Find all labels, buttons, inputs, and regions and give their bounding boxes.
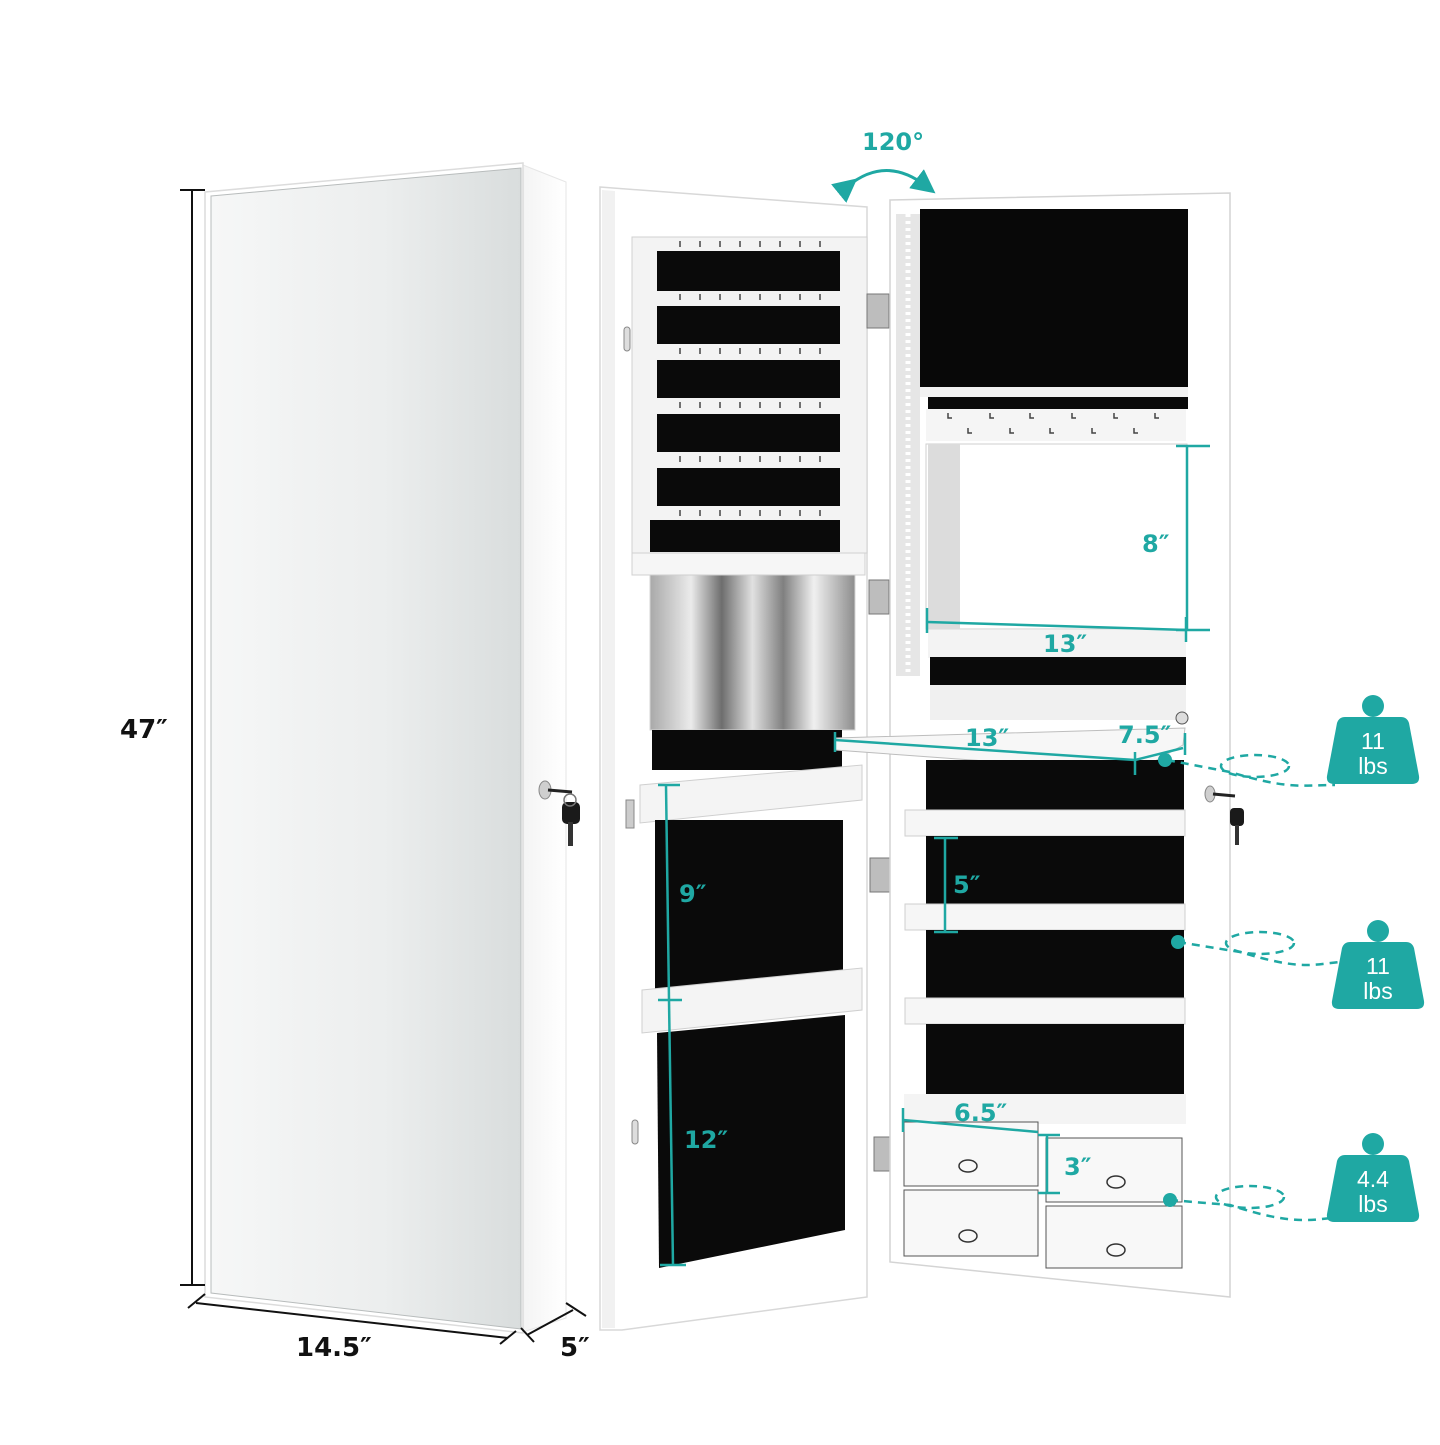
weight-icon bbox=[1367, 920, 1389, 942]
shelf-spacing-label: 5″ bbox=[953, 871, 981, 899]
shelf bbox=[904, 997, 1186, 1025]
weight-badge-pull-out-shelf: 11 lbs bbox=[1326, 695, 1420, 784]
open-door-panel bbox=[599, 186, 897, 1331]
drawer-width-label: 6.5″ bbox=[954, 1099, 1008, 1127]
drawer bbox=[903, 1121, 1039, 1187]
teal-dimension-lines bbox=[658, 444, 1210, 1267]
shelf-depth-label: 7.5″ bbox=[1118, 721, 1172, 749]
svg-text:11: 11 bbox=[1366, 953, 1390, 979]
shelf bbox=[904, 809, 1186, 837]
door-angle-label: 120° bbox=[862, 128, 924, 156]
drawers bbox=[903, 1121, 1183, 1269]
weight-badge-drawer: 4.4 lbs bbox=[1326, 1133, 1420, 1222]
door-swing-arrow bbox=[831, 169, 936, 203]
weight-icon bbox=[1362, 1133, 1384, 1155]
drawer bbox=[1045, 1205, 1183, 1269]
drawer-pull-icon bbox=[958, 1159, 978, 1173]
cabinet-body bbox=[834, 192, 1244, 1298]
depth-label: 5″ bbox=[560, 1333, 590, 1363]
width-label: 14.5″ bbox=[296, 1333, 372, 1363]
lock-key-icon bbox=[1204, 785, 1244, 845]
height-dimension bbox=[180, 189, 205, 1286]
closed-armoire bbox=[204, 162, 580, 1334]
mirror-width-label: 13″ bbox=[1043, 630, 1087, 658]
drawer-pull-icon bbox=[1106, 1175, 1126, 1189]
hinge-icon bbox=[868, 579, 890, 615]
height-label: 47″ bbox=[120, 715, 168, 745]
inner-mirror bbox=[925, 443, 1188, 630]
drawer bbox=[1045, 1137, 1183, 1203]
door-upper-section-label: 9″ bbox=[679, 880, 707, 908]
svg-text:lbs: lbs bbox=[1358, 753, 1387, 779]
drawer bbox=[903, 1189, 1039, 1257]
drawer-pull-icon bbox=[958, 1229, 978, 1243]
depth-dimension bbox=[520, 1302, 587, 1343]
drawer-height-label: 3″ bbox=[1064, 1153, 1092, 1181]
svg-text:lbs: lbs bbox=[1358, 1191, 1387, 1217]
weight-icon bbox=[1362, 695, 1384, 717]
weight-callout-leaders bbox=[1166, 753, 1341, 1222]
full-length-mirror bbox=[210, 167, 522, 1330]
necklace-hook-bar-lower bbox=[641, 967, 863, 1034]
shelf-width-label: 13″ bbox=[965, 724, 1009, 752]
svg-text:4.4: 4.4 bbox=[1357, 1166, 1389, 1192]
svg-text:lbs: lbs bbox=[1363, 978, 1392, 1004]
weight-badge-shelf: 11 lbs bbox=[1331, 920, 1425, 1009]
lock-key-icon bbox=[538, 780, 580, 846]
door-lower-section-label: 12″ bbox=[684, 1126, 728, 1154]
clear-storage-pocket bbox=[649, 574, 856, 731]
hinge-icon bbox=[869, 857, 891, 893]
ring-storage-board bbox=[920, 209, 1188, 387]
earring-rack bbox=[631, 236, 868, 576]
mirror-height-label: 8″ bbox=[1142, 530, 1170, 558]
shelf bbox=[904, 903, 1186, 931]
svg-text:11: 11 bbox=[1361, 728, 1385, 754]
hinge-icon bbox=[866, 293, 890, 329]
necklace-hook-bar-upper bbox=[639, 764, 863, 824]
width-dimension bbox=[187, 1293, 517, 1345]
drawer-pull-icon bbox=[1106, 1243, 1126, 1257]
